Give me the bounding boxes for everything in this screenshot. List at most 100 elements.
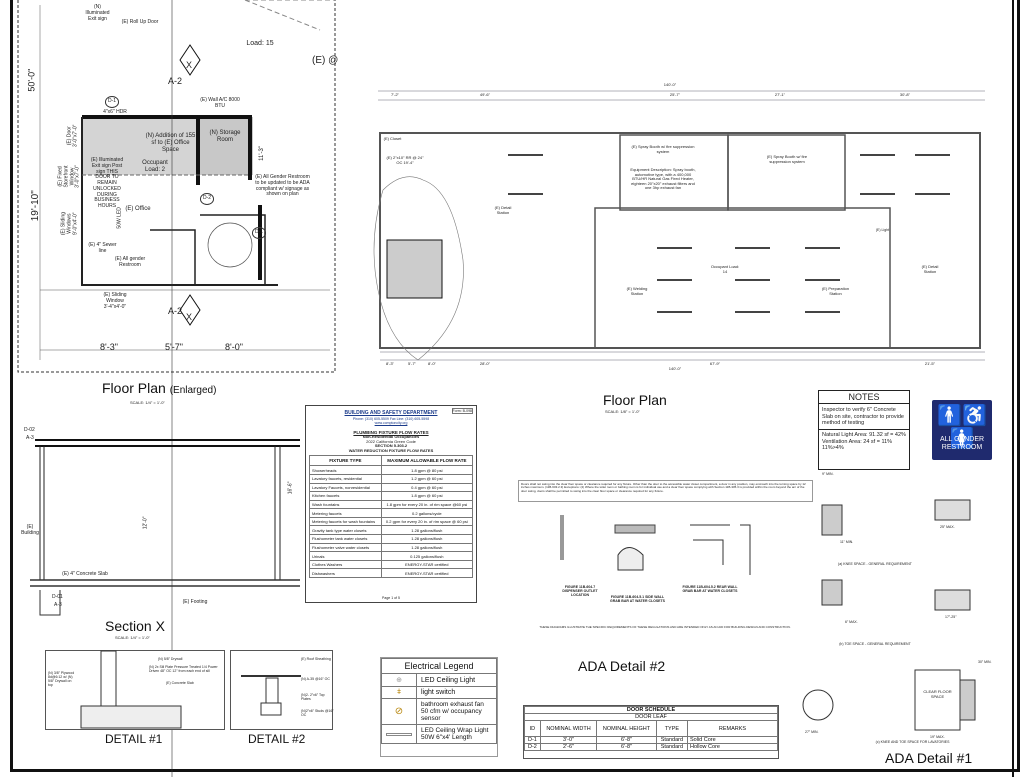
detail-1-title: DETAIL #1 xyxy=(105,732,163,746)
door-tag-d2: D-2 xyxy=(200,193,215,205)
dept-phone: Phone: (310) 605-5509 Fax Line: (310) 60… xyxy=(352,416,430,421)
door-leaf-header: DOOR LEAF xyxy=(524,713,778,721)
note-light: Natural Light Area: 91.32 sf = 42% xyxy=(822,432,906,439)
col-id: ID xyxy=(524,720,541,737)
legend-title: Electrical Legend xyxy=(381,658,497,674)
detail-1-drawing xyxy=(80,650,182,729)
restroom-people-icon: 🚹♿🚺 xyxy=(937,405,987,450)
section-tag-a3: A-3 xyxy=(26,435,34,441)
section-x-scale: SCALE: 1/4" = 1'-0" xyxy=(115,635,150,640)
spray-booth-1-label: (E) Spray Booth w/ fire suppression syst… xyxy=(631,144,695,154)
dept-web: www.comptoncity.org xyxy=(374,420,408,425)
section-x-title: Section X xyxy=(105,618,165,634)
bottom-dim-4: 28'-0" xyxy=(479,361,491,366)
preparation-station-label: (E) Preparation Station xyxy=(821,286,850,296)
door-cell: 3'-0" xyxy=(539,736,598,744)
ada-detail-2-title: ADA Detail #2 xyxy=(578,658,666,674)
building-label: (E) Building xyxy=(21,524,39,536)
detail-1-plywood: (N) 3/8" Plywood 8d@6:12 w/ (N) 5/8" Dry… xyxy=(48,671,75,688)
wrap-light-icon xyxy=(381,724,417,744)
detail-2-plates: (N)2- 2"x6" Top Plates xyxy=(301,693,325,702)
detail-station-label: (E) Detail Station xyxy=(494,205,512,215)
main-plan-scale: SCALE: 1/8" = 1'-0" xyxy=(605,409,640,414)
note-slab: Inspector to verify 6" Concrete Slab on … xyxy=(819,404,909,431)
addition-label: (N) Addition of 155 sf to (E) Office Spa… xyxy=(145,133,196,153)
bottom-dim-3: 8'-0" xyxy=(225,342,243,352)
clear-floor-label: CLEAR FLOOR SPACE xyxy=(923,689,952,699)
bottom-dim-3: 8'-0" xyxy=(428,361,436,366)
section-letter: X xyxy=(186,60,193,70)
ada-note-box: Doors shall not swing into the clear flo… xyxy=(518,480,813,502)
enlarged-plan-title-suffix: (Enlarged) xyxy=(169,385,217,396)
fig-side-wall: FIGURE 11B-604.5.1 SIDE WALL GRAB BAR AT… xyxy=(610,595,665,604)
flow-rate-cell: ENERGY-STAR certified xyxy=(380,568,474,579)
spray-booth-2-label: (E) Spray Booth w/ fire suppression syst… xyxy=(766,154,808,164)
dim-19-max: 19" MAX. xyxy=(930,735,945,739)
e-at-label: (E) @ xyxy=(312,55,339,66)
plumbing-section: SECTION 5.303.2 xyxy=(374,443,408,449)
bottom-dim-1: 8'-3" xyxy=(100,342,118,352)
enlarged-plan-title-text: Floor Plan xyxy=(102,380,166,396)
equipment-label: Equipment Description: Spray booth, auto… xyxy=(630,167,696,191)
legend-item-wrap-light: LED Ceiling Wrap Light 50W 6"x4' Length xyxy=(416,724,497,744)
lavatory-caption: (c) KNEE AND TOE SPACE FOR LAVATORIES xyxy=(875,740,950,744)
knee-space-caption: (a) KNEE SPACE - GENERAL REQUIREMENT xyxy=(838,562,912,566)
page-number: Page 1 of 5 xyxy=(382,595,400,600)
col-height: NOMINAL HEIGHT xyxy=(596,720,657,737)
door-tag-d1: D-1 xyxy=(105,96,120,108)
top-dim-2: 49'-6" xyxy=(479,92,491,97)
door-schedule: DOOR SCHEDULE DOOR LEAF ID NOMINAL WIDTH… xyxy=(523,705,779,759)
rr-label: (E) 2"x10" RR @ 24" OC 19'-4" xyxy=(386,155,424,165)
detail-1-slab: (E) Concrete Slab xyxy=(166,681,194,685)
occupant-load-label: Occupant Load: 2 xyxy=(142,160,168,173)
section-tag-d02: D-02 xyxy=(24,427,35,433)
detail-2-a35: (N) A-35 @16" OC xyxy=(301,677,330,681)
bottom-dim-1: 8'-3" xyxy=(386,361,394,366)
dim-9-min: 9" MIN. xyxy=(822,472,834,476)
col-type: TYPE xyxy=(655,720,689,737)
form-number: Form: B-098 xyxy=(451,408,473,415)
plumbing-code: 2022 California Green Code xyxy=(366,438,416,444)
dim-6-max: 6" MAX. xyxy=(845,620,858,624)
dim-30-min: 30" MIN. xyxy=(978,660,992,664)
sheet-border xyxy=(10,0,1020,772)
light-switch-icon: ǂ xyxy=(381,686,417,699)
detail-2-drawing xyxy=(241,675,301,716)
detail-station-2-label: (E) Detail Station xyxy=(921,264,939,274)
note-ratio: 11%>4% xyxy=(822,444,844,451)
plumbing-flow-rates-sheet: BUILDING AND SAFETY DEPARTMENT Form: B-0… xyxy=(305,405,477,603)
plumbing-subtitle: Non-Residential Occupancies xyxy=(362,433,420,439)
light-label: (E) Light xyxy=(875,228,890,232)
top-dim-4: 27'-1" xyxy=(774,92,786,97)
door-cell: 6'-8" xyxy=(596,743,657,751)
enlarged-plan-scale: SCALE: 1/4" = 1'-0" xyxy=(130,400,165,405)
bottom-dim-5: 67'-9" xyxy=(709,361,721,366)
door-cell: Standard xyxy=(655,736,689,744)
door-cell: D-2 xyxy=(524,743,541,751)
title-block xyxy=(1012,0,1024,777)
sewer-label: (E) 4" Sewer line xyxy=(88,242,117,254)
wall-ac-label: (E) Wall A/C 8000 BTU xyxy=(200,97,240,109)
detail-2-roof: (E) Roof Sheathing xyxy=(301,657,331,661)
closet-label: (E) Closet xyxy=(383,136,402,141)
header-label: 4"x6" HDR xyxy=(103,109,127,115)
section-tag-a3b: A-3 xyxy=(54,602,62,608)
footing-label: (E) Footing xyxy=(182,599,208,605)
led-ceiling-light-icon: ⊕ xyxy=(381,673,417,687)
top-dim-1: 7'-2" xyxy=(391,92,399,97)
bottom-dim-2: 5'-7" xyxy=(408,361,416,366)
ada-footer: THESE DIAGRAMS ILLUSTRATE THE SPECIFIC R… xyxy=(539,625,791,629)
enlarged-plan-title: Floor Plan (Enlarged) xyxy=(102,380,216,397)
top-dim-3: 25'-7" xyxy=(669,92,681,97)
dim-17-25: 17"-25" xyxy=(945,615,957,619)
bottom-dim-2: 5'-7" xyxy=(165,342,183,352)
legend-item-fan: bathroom exhaust fan 50 cfm w/ occupancy… xyxy=(416,698,497,725)
door-cell: 2'-6" xyxy=(539,743,598,751)
restroom-note: (E) All Gender Restroom to be updated to… xyxy=(255,174,310,198)
sliding-window-label: (E) Sliding Window 3'-4"x4'-0" xyxy=(103,292,127,310)
